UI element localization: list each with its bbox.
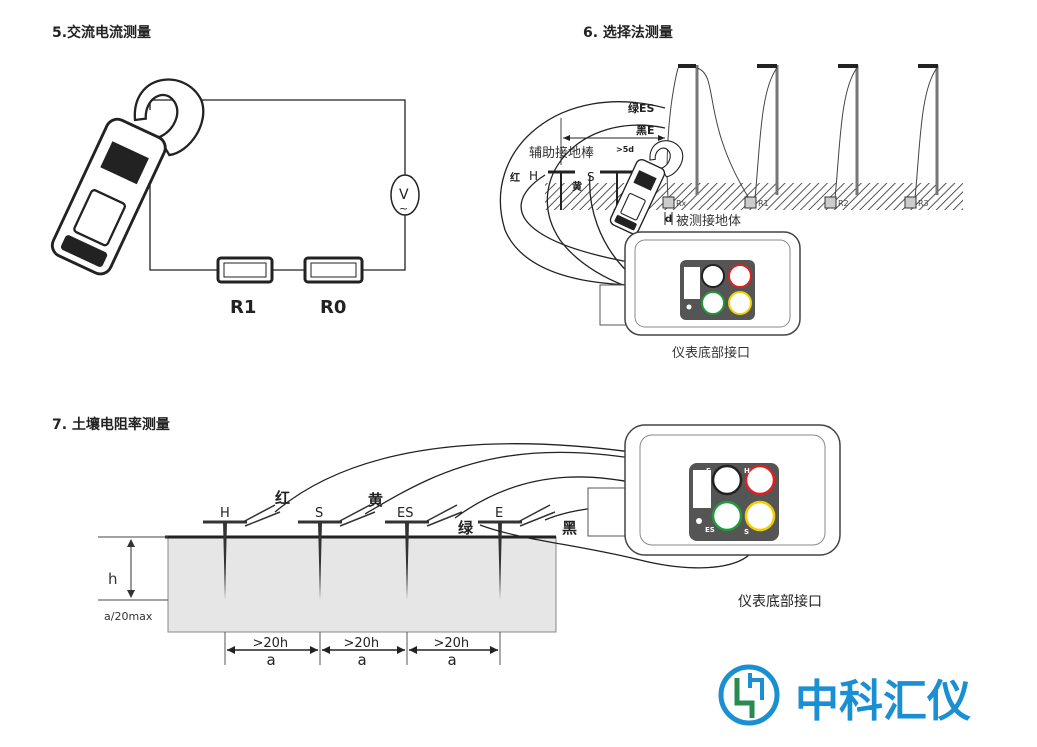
section6-title: 6. 选择法测量	[583, 24, 673, 41]
circuit-diagram: V ~ R1 R0	[47, 59, 420, 318]
s-label: S	[587, 170, 595, 184]
r1-label: R1	[230, 297, 256, 318]
spacing-a-label: a	[448, 651, 457, 669]
spacing-min-label: >20h	[253, 636, 289, 651]
arrow-left-icon	[409, 646, 417, 654]
electrode-label: H	[220, 506, 230, 521]
port-label-7: 仪表底部接口	[738, 593, 822, 610]
h-label: H	[529, 169, 538, 183]
alligator-clip-icon	[424, 504, 463, 527]
aux-rod-label: 辅助接地棒	[529, 145, 594, 161]
section5-title: 5.交流电流测量	[52, 24, 151, 41]
r-label-2: R2	[838, 199, 849, 208]
alligator-clip-icon	[242, 504, 281, 527]
terminal-h	[728, 264, 752, 288]
resistor-r0	[303, 256, 364, 284]
red-label: 红	[510, 171, 520, 184]
black-e-label: 黑E	[636, 124, 655, 137]
terminal-es	[701, 291, 725, 315]
brand-logo: 中科汇仪	[718, 664, 971, 727]
section7-title: 7. 土壤电阻率测量	[52, 416, 170, 433]
electrode-rod	[318, 522, 322, 600]
r0-label: R0	[320, 297, 346, 318]
r-label-3: R3	[918, 199, 929, 208]
r-label-1: R1	[758, 199, 769, 208]
terminal-es-label: ES	[705, 526, 715, 534]
wire-color-label: 黄	[368, 491, 383, 509]
terminal-e-label: E	[706, 467, 711, 475]
voltmeter-label: V	[399, 187, 409, 203]
spacing-min-label: >20h	[344, 636, 380, 651]
electrode-label: E	[495, 506, 503, 521]
soil-block	[167, 536, 557, 633]
alligator-clip-icon	[517, 504, 556, 527]
electrode-label: ES	[397, 506, 413, 521]
arrow-right-icon	[310, 646, 318, 654]
arrow-right-icon	[397, 646, 405, 654]
terminal-s-label: S	[744, 528, 749, 536]
clamp-meter-icon	[47, 59, 216, 289]
svg-text:~: ~	[399, 202, 408, 215]
electrode-rod	[223, 522, 227, 600]
distance-label: >5d	[616, 145, 634, 154]
terminal-e	[701, 264, 725, 288]
voltmeter-icon	[390, 174, 420, 216]
spacing-a-label: a	[358, 651, 367, 669]
d-label: d	[665, 214, 672, 225]
electrode-rod	[498, 522, 502, 600]
instrument-back-6	[599, 231, 801, 336]
spacing-a-label: a	[267, 651, 276, 669]
instrument-back-7: E H ES S	[587, 424, 841, 556]
h-depth-label: h	[108, 570, 118, 588]
depth-max-label: a/20max	[104, 610, 153, 623]
terminal-s	[728, 291, 752, 315]
logo-text: 中科汇仪	[795, 676, 971, 727]
port-label-6: 仪表底部接口	[672, 345, 750, 361]
wire-color-label: 绿	[458, 519, 474, 537]
resistor-r1	[216, 256, 274, 284]
logo-emblem-icon	[718, 664, 780, 726]
spacing-min-label: >20h	[434, 636, 470, 651]
yellow-label: 黄	[572, 180, 582, 193]
wire-color-label: 黑	[562, 519, 577, 537]
arrow-left-icon	[322, 646, 330, 654]
wire-color-label: 红	[275, 489, 290, 507]
terminal-h-label: H	[744, 467, 750, 475]
r-label-x: Rx	[676, 199, 687, 208]
alligator-clip-icon	[337, 504, 376, 527]
selection-method-diagram: Rx R1 R2 R3 d 被测接地体 >5d 辅助接地棒 绿ES 黑E 红 H…	[499, 64, 963, 361]
arrow-right-icon	[490, 646, 498, 654]
electrode-rod	[405, 522, 409, 600]
measured-body-label: 被测接地体	[676, 213, 741, 229]
arrow-left-icon	[227, 646, 235, 654]
electrode-label: S	[315, 506, 323, 521]
